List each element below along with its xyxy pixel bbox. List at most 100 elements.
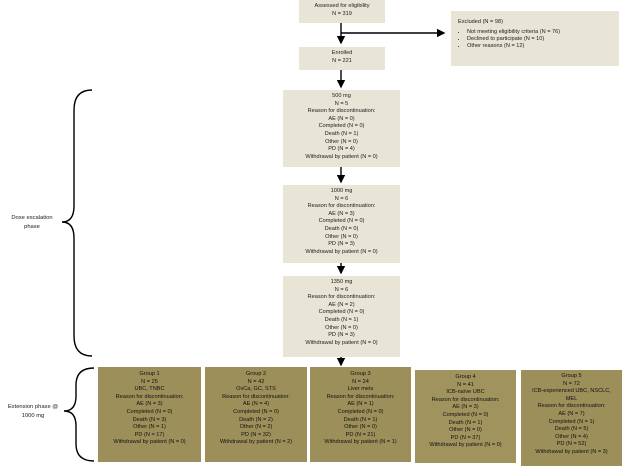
phase-label-line: phase <box>24 224 40 230</box>
group-line: Withdrawal by patient (N = 2) <box>219 439 293 446</box>
group-box-5: Group 5 N = 72 ICB-experienced UBC, NSCL… <box>521 370 622 466</box>
phase-label-line: Dose escalation <box>11 215 53 221</box>
dose-line: N = 6 <box>334 286 349 293</box>
excluded-title: Excluded (N = 98) <box>458 19 503 25</box>
group-line: Completed (N = 1) <box>548 418 595 425</box>
group-line: Reason for discontinuation: <box>537 403 606 410</box>
group-line: Liver mets <box>347 386 374 393</box>
group-line: Other (N = 1) <box>133 424 166 431</box>
group-line: AE (N = 4) <box>242 401 270 408</box>
dose-box-1350mg: 1350 mg N = 6 Reason for discontinuation… <box>283 276 400 357</box>
group-line: N = 24 <box>352 378 369 385</box>
group-line: Death (N = 2) <box>239 416 273 423</box>
dose-line: Death (N = 1) <box>324 316 359 323</box>
dose-line: N = 5 <box>334 100 349 107</box>
group-line: Group 3 <box>350 371 371 377</box>
group-line: Completed (N = 0) <box>337 408 384 415</box>
group-line: ICB-naïve UBC <box>446 389 485 396</box>
dose-line: AE (N = 3) <box>328 210 355 217</box>
dose-line: 1000 mg <box>330 188 353 194</box>
group-line: Reason for discontinuation: <box>115 393 184 400</box>
extension-phase-label: Extension phase @ 1000 mg <box>0 403 66 421</box>
excluded-reasons: Not meeting eligibility criteria (N = 76… <box>458 29 615 51</box>
dose-line: Reason for discontinuation: <box>307 108 376 115</box>
group-line: Group 2 <box>245 371 267 377</box>
group-line: Other (N = 2) <box>239 424 273 431</box>
group-line: Withdrawal by patient (N = 0) <box>113 439 186 446</box>
group-line: N = 42 <box>247 378 265 385</box>
dose-box-1000mg: 1000 mg N = 6 Reason for discontinuation… <box>283 185 400 263</box>
group-line: Other (N = 0) <box>344 424 377 431</box>
group-line: Death (N = 1) <box>448 419 483 426</box>
enrolled-label: Enrolled <box>331 50 353 56</box>
brace-extension <box>63 367 95 462</box>
dose-line: Other (N = 0) <box>325 233 358 240</box>
dose-line: N = 6 <box>334 195 349 202</box>
phase-label-line: 1000 mg <box>21 413 45 419</box>
enrolled-count: N = 221 <box>332 57 352 64</box>
group-line: Death (N = 3) <box>132 416 167 423</box>
group-line: PD (N = 17) <box>134 431 165 438</box>
dose-line: Withdrawal by patient (N = 0) <box>305 248 378 255</box>
group-line: Reason for discontinuation: <box>431 396 500 403</box>
group-line: Group 4 <box>455 374 476 380</box>
dose-line: Death (N = 1) <box>324 130 359 137</box>
dose-line: Other (N = 0) <box>325 138 358 145</box>
group-line: PD (N = 52) <box>556 441 587 448</box>
dose-box-500mg: 500 mg N = 5 Reason for discontinuation:… <box>283 90 400 167</box>
group-line: Reason for discontinuation: <box>222 393 290 400</box>
enrolled-box: Enrolled N = 221 <box>299 47 385 70</box>
group-line: PD (N = 32) <box>241 431 271 438</box>
group-line: N = 41 <box>457 381 474 388</box>
group-line: Group 5 <box>561 373 582 379</box>
group-line: Reason for discontinuation: <box>326 393 395 400</box>
group-line: Death (N = 5) <box>554 426 589 433</box>
group-line: AE (N = 7) <box>558 410 585 417</box>
group-line: Withdrawal by patient (N = 0) <box>429 442 502 449</box>
assessed-box: Assessed for eligibility N = 319 <box>299 0 385 23</box>
group-line: PD (N = 21) <box>345 431 376 438</box>
dose-line: AE (N = 0) <box>328 115 355 122</box>
group-line: Withdrawal by patient (N = 3) <box>535 448 608 455</box>
group-line: ICB-experienced UBC, NSCLC, <box>532 388 611 395</box>
group-line: N = 25 <box>141 378 158 385</box>
group-line: Other (N = 0) <box>449 427 482 434</box>
phase-label-line: Extension phase @ <box>7 404 59 410</box>
dose-line: 500 mg <box>332 93 351 99</box>
dose-line: Withdrawal by patient (N = 0) <box>305 153 378 160</box>
group-line: UBC, TNBC <box>134 386 165 393</box>
group-line: Other (N = 4) <box>555 433 588 440</box>
group-box-4: Group 4 N = 41 ICB-naïve UBC Reason for … <box>415 370 516 463</box>
dose-line: Reason for discontinuation: <box>307 203 376 210</box>
excluded-reason: Declined to participate (N = 10) <box>467 36 615 43</box>
group-line: PD (N = 37) <box>450 434 481 441</box>
group-line: AE (N = 3) <box>452 404 479 411</box>
dose-line: Other (N = 0) <box>325 324 358 331</box>
group-line: Completed (N = 0) <box>233 408 279 415</box>
dose-line: PD (N = 3) <box>328 332 355 339</box>
group-line: OvCa, GC, STS <box>236 386 276 393</box>
group-line: N = 72 <box>563 380 580 387</box>
group-line: Withdrawal by patient (N = 1) <box>324 439 397 446</box>
group-line: Completed (N = 0) <box>442 411 489 418</box>
group-line: MEL <box>565 395 578 402</box>
excluded-reason: Not meeting eligibility criteria (N = 76… <box>467 29 615 36</box>
excluded-box: Excluded (N = 98) Not meeting eligibilit… <box>451 11 619 66</box>
assessed-label: Assessed for eligibility <box>314 3 370 9</box>
dose-line: Completed (N = 0) <box>318 218 365 225</box>
dose-line: PD (N = 4) <box>328 146 355 153</box>
group-box-3: Group 3 N = 24 Liver mets Reason for dis… <box>310 367 411 462</box>
group-line: AE (N = 3) <box>136 401 163 408</box>
group-box-1: Group 1 N = 25 UBC, TNBC Reason for disc… <box>98 367 201 462</box>
dose-line: AE (N = 2) <box>328 301 355 308</box>
brace-dose-escalation <box>61 89 93 357</box>
excluded-reason: Other reasons (N = 12) <box>467 43 615 50</box>
dose-line: Death (N = 0) <box>324 225 359 232</box>
group-line: Death (N = 1) <box>343 416 378 423</box>
group-line: AE (N = 1) <box>347 401 374 408</box>
dose-line: Withdrawal by patient (N = 0) <box>305 339 378 346</box>
dose-escalation-label: Dose escalation phase <box>0 214 64 232</box>
dose-line: 1350 mg <box>330 279 353 285</box>
group-line: Group 1 <box>139 371 160 377</box>
